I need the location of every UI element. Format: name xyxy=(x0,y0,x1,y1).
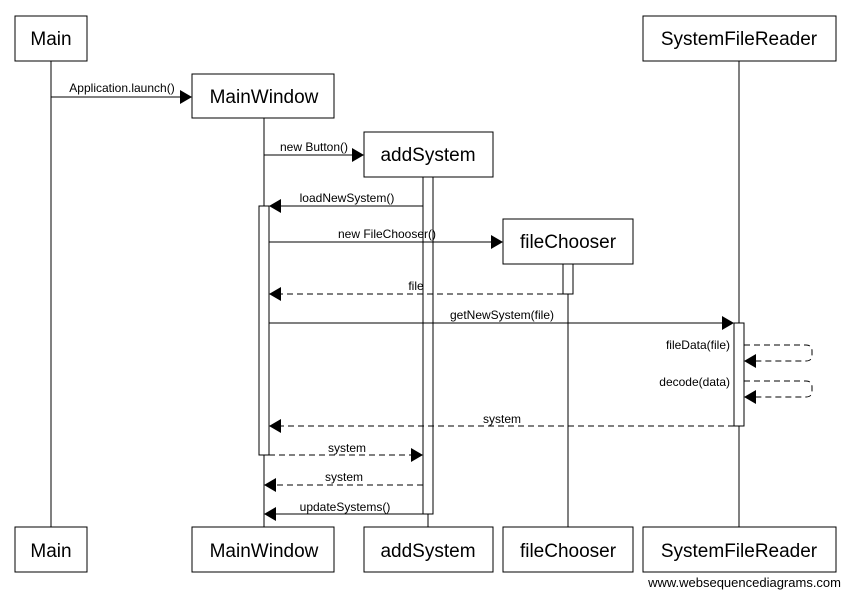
message-label: fileData(file) xyxy=(666,338,730,352)
participant-addsystem-bottom: addSystem xyxy=(363,526,494,573)
message-label: system xyxy=(328,441,366,455)
message-label: updateSystems() xyxy=(300,500,391,514)
participant-mainwindow-bottom: MainWindow xyxy=(191,526,335,573)
participant-main-top: Main xyxy=(14,15,88,62)
message-decode-self: decode(data) xyxy=(659,375,813,404)
participant-systemfilereader-top: SystemFileReader xyxy=(642,15,837,62)
message-new-button: new Button() xyxy=(264,140,364,162)
participant-filechooser-created: fileChooser xyxy=(502,218,634,265)
participant-label: MainWindow xyxy=(210,87,319,108)
participant-label: fileChooser xyxy=(520,232,617,253)
participant-label: Main xyxy=(30,541,71,562)
message-update-systems: updateSystems() xyxy=(264,500,423,521)
message-label: getNewSystem(file) xyxy=(450,308,554,322)
systemfilereader-activation xyxy=(733,322,745,427)
filechooser-activation xyxy=(562,263,574,295)
mainwindow-activation xyxy=(258,205,270,456)
participant-label: Main xyxy=(30,29,71,50)
participant-mainwindow-created: MainWindow xyxy=(191,73,335,119)
message-label: decode(data) xyxy=(659,375,730,389)
message-label: system xyxy=(325,470,363,484)
participant-label: MainWindow xyxy=(210,541,319,562)
message-system-return-1: system xyxy=(269,412,734,433)
message-label: file xyxy=(408,279,424,293)
participant-main-bottom: Main xyxy=(14,526,88,573)
participant-filechooser-bottom: fileChooser xyxy=(502,526,634,573)
participant-label: addSystem xyxy=(380,145,475,166)
message-application-launch: Application.launch() xyxy=(51,81,192,104)
participant-label: SystemFileReader xyxy=(661,29,818,50)
message-label: system xyxy=(483,412,521,426)
participant-addsystem-created: addSystem xyxy=(363,131,494,178)
credit-text: www.websequencediagrams.com xyxy=(647,575,841,590)
message-filedata-self: fileData(file) xyxy=(666,338,813,368)
message-label: Application.launch() xyxy=(69,81,174,95)
participant-systemfilereader-bottom: SystemFileReader xyxy=(642,526,837,573)
message-load-new-system: loadNewSystem() xyxy=(269,191,423,213)
message-label: loadNewSystem() xyxy=(300,191,395,205)
message-system-return-3: system xyxy=(264,470,423,492)
message-new-filechooser: new FileChooser() xyxy=(269,227,503,249)
message-label: new Button() xyxy=(280,140,348,154)
message-system-return-2: system xyxy=(269,441,423,462)
message-label: new FileChooser() xyxy=(338,227,436,241)
message-get-new-system: getNewSystem(file) xyxy=(269,308,734,330)
participant-label: addSystem xyxy=(380,541,475,562)
participant-label: SystemFileReader xyxy=(661,541,818,562)
message-file-return: file xyxy=(269,279,563,301)
participant-label: fileChooser xyxy=(520,541,617,562)
